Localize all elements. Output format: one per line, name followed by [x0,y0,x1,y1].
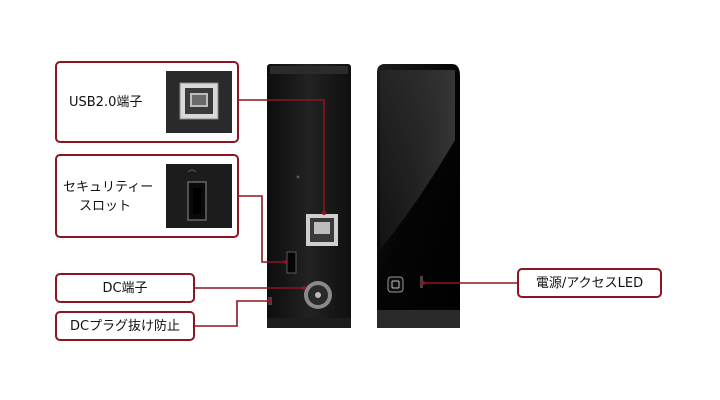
usb-port-thumbnail [166,71,232,133]
usb-port-label: USB2.0端子 [69,95,143,110]
rear-usb-port-icon [306,214,338,246]
security-slot-icon [187,169,207,221]
power-led-label: 電源/アクセスLED [535,276,644,291]
leader-usb [239,99,325,213]
security-slot-thumbnail [166,164,232,228]
callout-dc-port: DC端子 [55,273,195,303]
leader-lines [195,99,517,327]
dc-port-label: DC端子 [102,281,148,296]
leader-dc-lock [195,300,269,327]
callout-security-slot: セキュリティー スロット [55,154,239,238]
usb-port-icon [179,82,219,120]
dc-plug-lock-label: DCプラグ抜け防止 [69,319,181,334]
leader-security [239,195,286,263]
callout-dc-plug-lock: DCプラグ抜け防止 [55,311,195,341]
rear-dc-jack-icon [304,281,332,309]
rear-security-slot-icon [286,251,297,274]
device-front-view [377,64,460,328]
power-button-icon [387,276,404,293]
callout-power-led: 電源/アクセスLED [517,268,662,298]
callout-usb-port: USB2.0端子 [55,61,239,143]
security-slot-label-line1: セキュリティー [63,180,154,195]
security-slot-label-line2: スロット [79,199,132,214]
